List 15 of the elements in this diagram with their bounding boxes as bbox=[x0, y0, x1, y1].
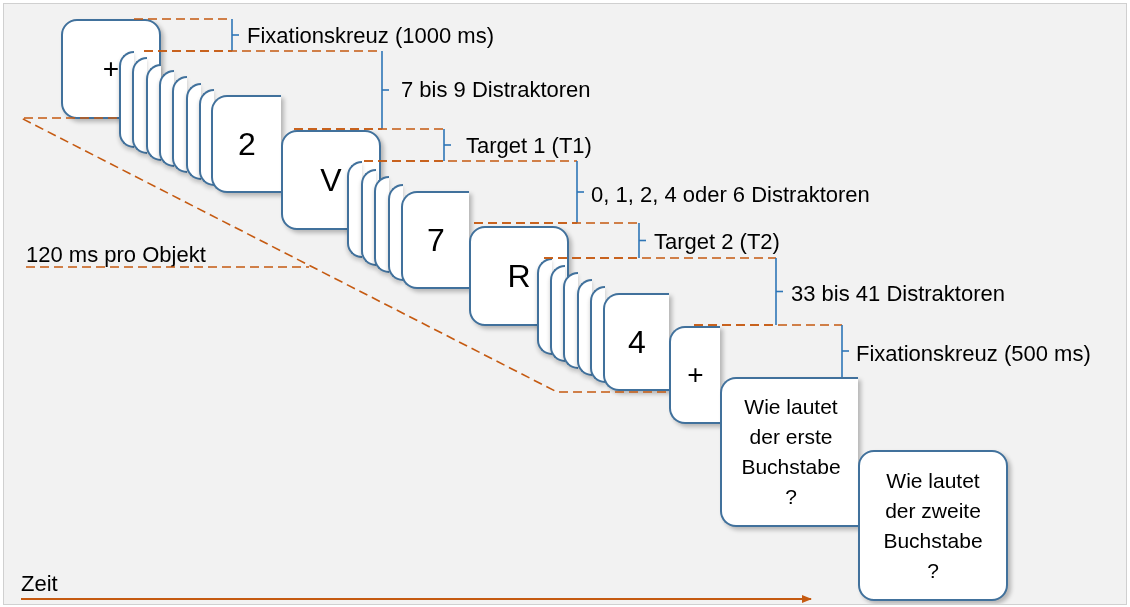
annotation-label: Target 1 (T1) bbox=[466, 133, 592, 159]
annotation-label: 0, 1, 2, 4 oder 6 Distraktoren bbox=[591, 182, 870, 208]
fixation-cross-card: + bbox=[669, 326, 720, 424]
axis-label: Zeit bbox=[21, 571, 58, 597]
annotation-label: Fixationskreuz (1000 ms) bbox=[247, 23, 494, 49]
annotation-label: 7 bis 9 Distraktoren bbox=[401, 77, 591, 103]
digit-card: 2 bbox=[211, 95, 281, 193]
annotation-label: 33 bis 41 Distraktoren bbox=[791, 281, 1005, 307]
annotation-label: Fixationskreuz (500 ms) bbox=[856, 341, 1091, 367]
digit-card: 4 bbox=[603, 293, 669, 391]
annotation-label: 120 ms pro Objekt bbox=[26, 242, 206, 268]
annotation-label: Target 2 (T2) bbox=[654, 229, 780, 255]
question-card: Wie lautet der erste Buchstabe ? bbox=[720, 377, 858, 527]
question-card: Wie lautet der zweite Buchstabe ? bbox=[858, 450, 1008, 601]
digit-card: 7 bbox=[401, 191, 469, 289]
